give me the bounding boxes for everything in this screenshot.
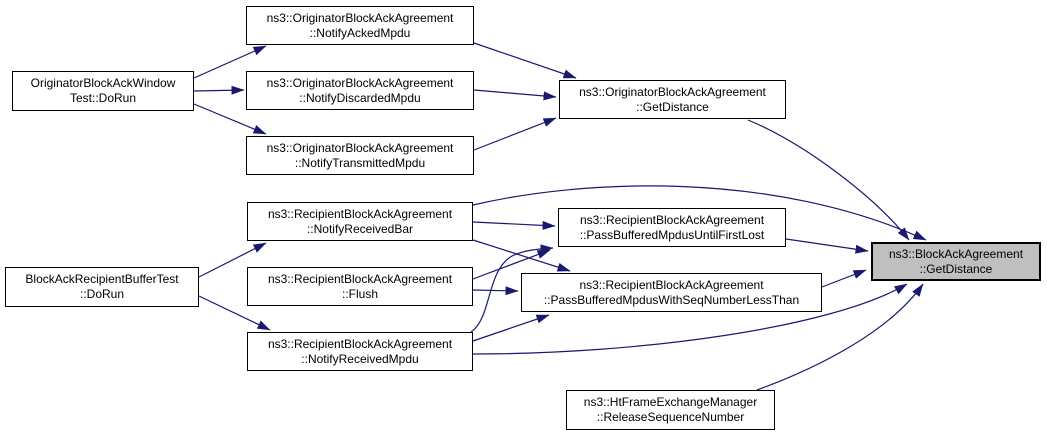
edge-pass-buffered-seq-less-than-to-blockack-get-distance bbox=[821, 269, 867, 288]
node-notify-received-mpdu[interactable]: ns3::RecipientBlockAckAgreement::NotifyR… bbox=[247, 332, 473, 371]
node-label-line1: ns3::RecipientBlockAckAgreement bbox=[267, 336, 453, 351]
node-label-line2: ::DoRun bbox=[79, 287, 125, 301]
node-label-line2: ::PassBufferedMpdusWithSeqNumberLessThan bbox=[543, 292, 800, 307]
node-label-line1: ns3::OriginatorBlockAckAgreement bbox=[579, 84, 766, 99]
edge-recipient-test-dorun-to-notify-received-bar bbox=[198, 242, 267, 278]
edge-originator-test-dorun-to-notify-acked-mpdu bbox=[193, 45, 267, 79]
node-notify-received-bar[interactable]: ns3::RecipientBlockAckAgreement::NotifyR… bbox=[247, 202, 473, 241]
node-label-line2: ::GetDistance bbox=[636, 99, 709, 114]
edge-originator-test-dorun-to-notify-discarded-mpdu bbox=[193, 85, 245, 95]
edge-pass-buffered-until-first-lost-to-blockack-get-distance bbox=[785, 238, 869, 254]
edge-notify-received-mpdu-to-pass-buffered-until-first-lost bbox=[470, 244, 554, 333]
edge-notify-received-bar-to-pass-buffered-until-first-lost bbox=[472, 220, 556, 230]
node-label-line1: ns3::OriginatorBlockAckAgreement bbox=[266, 10, 454, 25]
edge-originator-get-distance-to-blockack-get-distance bbox=[747, 119, 910, 241]
node-flush[interactable]: ns3::RecipientBlockAckAgreement::Flush bbox=[247, 267, 473, 306]
node-blockack-get-distance[interactable]: ns3::BlockAckAgreement::GetDistance bbox=[871, 242, 1041, 281]
node-label-line1: ns3::HtFrameExchangeManager bbox=[583, 395, 758, 409]
node-pass-buffered-until-first-lost[interactable]: ns3::RecipientBlockAckAgreement::PassBuf… bbox=[558, 208, 786, 247]
node-notify-discarded-mpdu[interactable]: ns3::OriginatorBlockAckAgreement::Notify… bbox=[246, 71, 474, 110]
node-originator-get-distance[interactable]: ns3::OriginatorBlockAckAgreement::GetDis… bbox=[559, 80, 786, 119]
node-notify-acked-mpdu[interactable]: ns3::OriginatorBlockAckAgreement::Notify… bbox=[246, 6, 474, 45]
node-label-line1: ns3::RecipientBlockAckAgreement bbox=[267, 271, 453, 286]
edge-notify-transmitted-mpdu-to-originator-get-distance bbox=[473, 117, 557, 151]
node-label-line1: BlockAckRecipientBufferTest bbox=[25, 272, 179, 286]
node-notify-transmitted-mpdu[interactable]: ns3::OriginatorBlockAckAgreement::Notify… bbox=[246, 136, 474, 175]
node-label-line1: ns3::RecipientBlockAckAgreement bbox=[267, 206, 453, 221]
node-label-line1: ns3::OriginatorBlockAckAgreement bbox=[266, 140, 454, 155]
node-recipient-test-dorun[interactable]: BlockAckRecipientBufferTest::DoRun bbox=[5, 267, 199, 307]
node-label-line2: ::NotifyTransmittedMpdu bbox=[294, 155, 426, 170]
edge-notify-received-mpdu-to-blockack-get-distance bbox=[472, 283, 908, 355]
node-label-line2: ::NotifyDiscardedMpdu bbox=[299, 90, 421, 105]
edge-notify-discarded-mpdu-to-originator-get-distance bbox=[473, 89, 557, 101]
node-label-line1: ns3::RecipientBlockAckAgreement bbox=[579, 277, 764, 292]
node-label-line2: ::GetDistance bbox=[919, 261, 993, 276]
edge-notify-received-mpdu-to-pass-buffered-seq-less-than bbox=[472, 314, 550, 342]
node-label-line2: ::NotifyReceivedBar bbox=[306, 221, 414, 236]
node-label-line2: ::NotifyAckedMpdu bbox=[309, 25, 411, 40]
node-label-line1: ns3::RecipientBlockAckAgreement bbox=[579, 212, 765, 227]
edge-notify-received-bar-to-blockack-get-distance bbox=[472, 185, 927, 241]
node-label-line1: ns3::OriginatorBlockAckAgreement bbox=[266, 75, 454, 90]
node-label-line2: Test::DoRun bbox=[69, 91, 137, 105]
edge-recipient-test-dorun-to-notify-received-mpdu bbox=[198, 295, 271, 331]
edge-notify-acked-mpdu-to-originator-get-distance bbox=[473, 42, 577, 79]
node-label-line2: ::Flush bbox=[341, 286, 378, 301]
node-label-line2: ::PassBufferedMpdusUntilFirstLost bbox=[579, 227, 765, 242]
edge-originator-test-dorun-to-notify-transmitted-mpdu bbox=[193, 103, 267, 135]
edge-flush-to-pass-buffered-until-first-lost bbox=[472, 249, 551, 280]
node-label-line2: ::NotifyReceivedMpdu bbox=[301, 351, 419, 366]
edge-flush-to-pass-buffered-seq-less-than bbox=[472, 286, 519, 296]
node-label-line1: OriginatorBlockAckWindow bbox=[30, 76, 176, 90]
node-label-line1: ns3::BlockAckAgreement bbox=[888, 246, 1024, 261]
edge-notify-received-bar-to-pass-buffered-seq-less-than bbox=[472, 239, 571, 272]
node-pass-buffered-seq-less-than[interactable]: ns3::RecipientBlockAckAgreement::PassBuf… bbox=[521, 273, 822, 312]
edge-release-sequence-number-to-blockack-get-distance bbox=[756, 283, 924, 391]
node-label-line2: ::ReleaseSequenceNumber bbox=[596, 410, 745, 424]
node-release-sequence-number[interactable]: ns3::HtFrameExchangeManager::ReleaseSequ… bbox=[566, 390, 775, 430]
